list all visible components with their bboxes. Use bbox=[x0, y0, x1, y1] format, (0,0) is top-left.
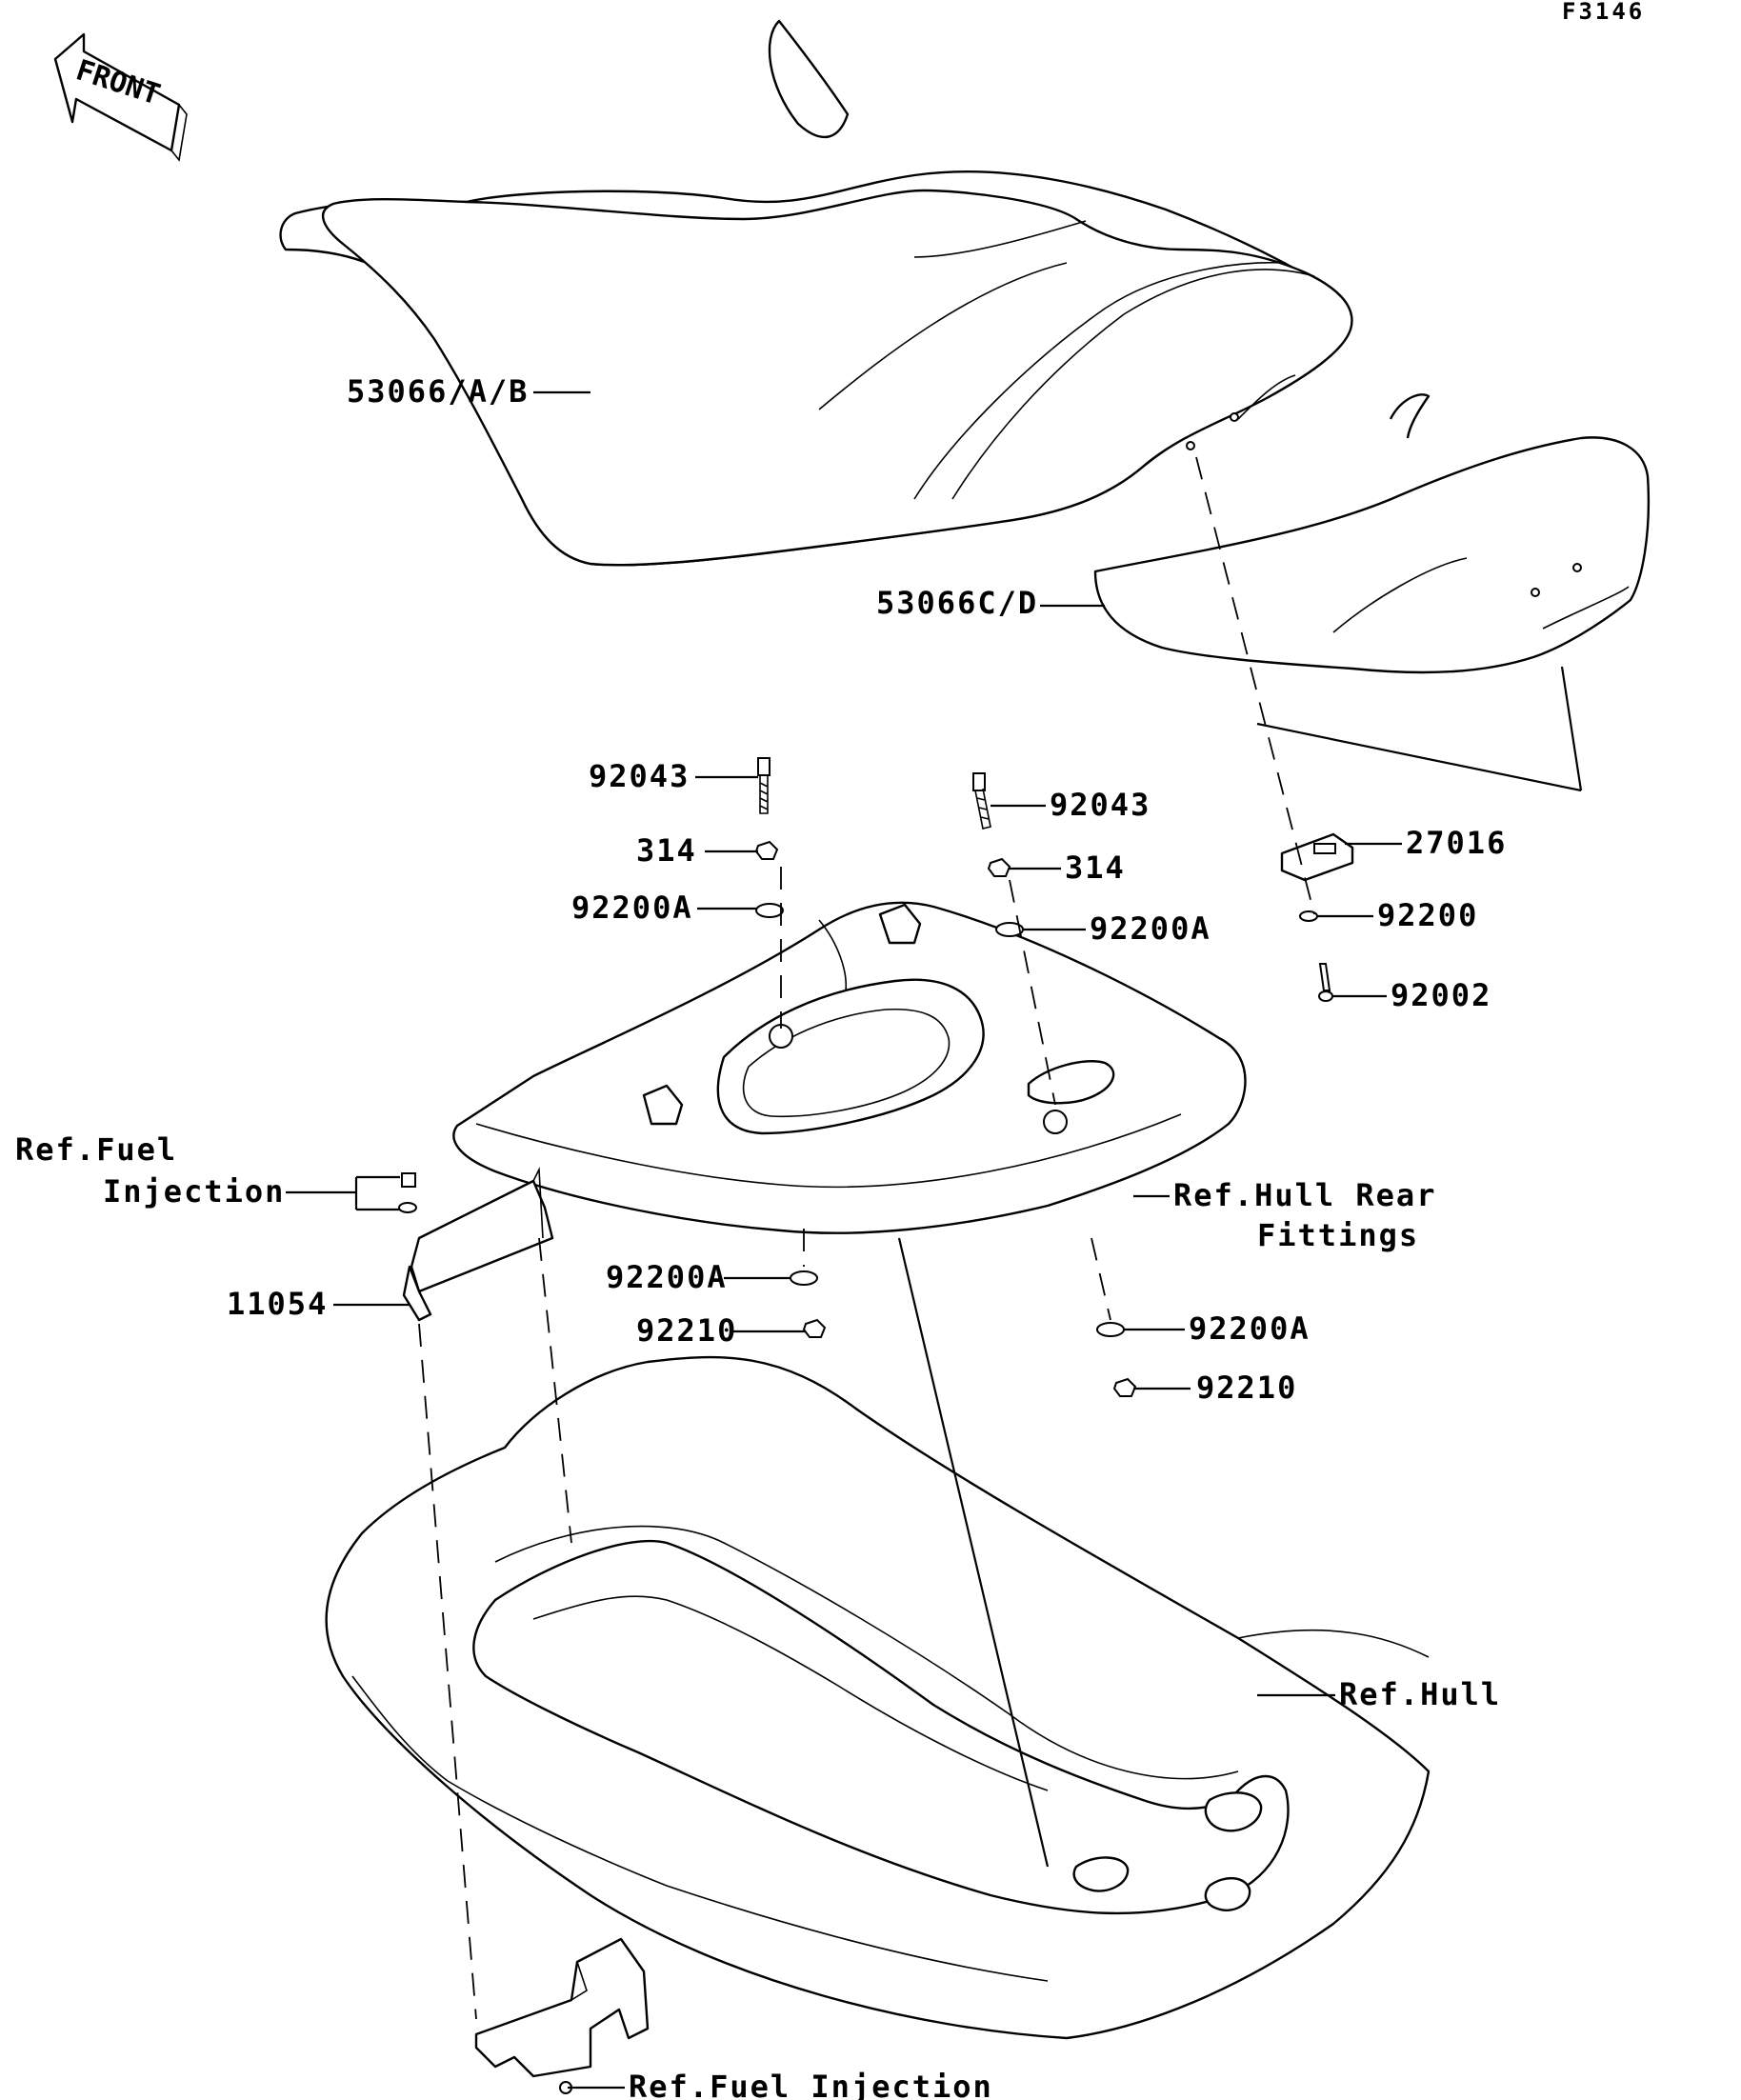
bracket-11054-illustration bbox=[402, 1166, 554, 1322]
seat-base-illustration bbox=[452, 901, 1247, 1234]
label-bolt-right: 92043 bbox=[1050, 787, 1151, 823]
assembly-lines bbox=[418, 456, 1583, 2020]
label-washer-lower-right: 92200A bbox=[1189, 1310, 1311, 1347]
label-bolt-left: 92043 bbox=[589, 758, 690, 794]
front-seat-illustration bbox=[279, 19, 1353, 567]
label-ref-hull-rear-2: Fittings bbox=[1257, 1217, 1419, 1253]
part-labels: 53066/A/B 53066C/D 92043 314 92200A 9204… bbox=[15, 373, 1507, 2100]
hull-illustration bbox=[325, 1355, 1431, 2040]
label-bracket: 11054 bbox=[227, 1286, 328, 1322]
label-washer-left: 92200A bbox=[571, 890, 693, 926]
rear-seat-illustration bbox=[1093, 393, 1651, 674]
label-washer-lower-left: 92200A bbox=[606, 1259, 728, 1295]
label-seat-rear: 53066C/D bbox=[876, 585, 1038, 621]
label-ref-fuel-bottom: Ref.Fuel Injection bbox=[629, 2069, 993, 2100]
label-nut-lower-left: 92210 bbox=[636, 1312, 737, 1349]
label-washer-right: 92200A bbox=[1090, 910, 1211, 947]
label-washer-latch: 92200 bbox=[1377, 897, 1478, 933]
latch-27016-illustration bbox=[1280, 832, 1354, 882]
label-ref-hull: Ref.Hull bbox=[1339, 1676, 1501, 1712]
label-nut-right: 314 bbox=[1065, 850, 1126, 886]
fuel-bracket-illustration bbox=[474, 1937, 650, 2094]
label-ref-fuel-1: Ref.Fuel bbox=[15, 1131, 177, 1168]
leader-lines bbox=[286, 390, 1402, 2090]
label-latch: 27016 bbox=[1406, 825, 1507, 861]
figure-code: F3146 bbox=[1562, 0, 1645, 25]
label-seat-front: 53066/A/B bbox=[347, 373, 529, 410]
label-ref-fuel-2: Injection bbox=[103, 1173, 285, 1210]
label-nut-lower-right: 92210 bbox=[1196, 1370, 1297, 1406]
label-screw-latch: 92002 bbox=[1391, 977, 1491, 1013]
front-arrow-icon: FRONT bbox=[53, 32, 188, 162]
label-ref-hull-rear-1: Ref.Hull Rear bbox=[1173, 1177, 1436, 1213]
hardware-group bbox=[398, 757, 1333, 1397]
label-nut-left: 314 bbox=[636, 832, 697, 869]
